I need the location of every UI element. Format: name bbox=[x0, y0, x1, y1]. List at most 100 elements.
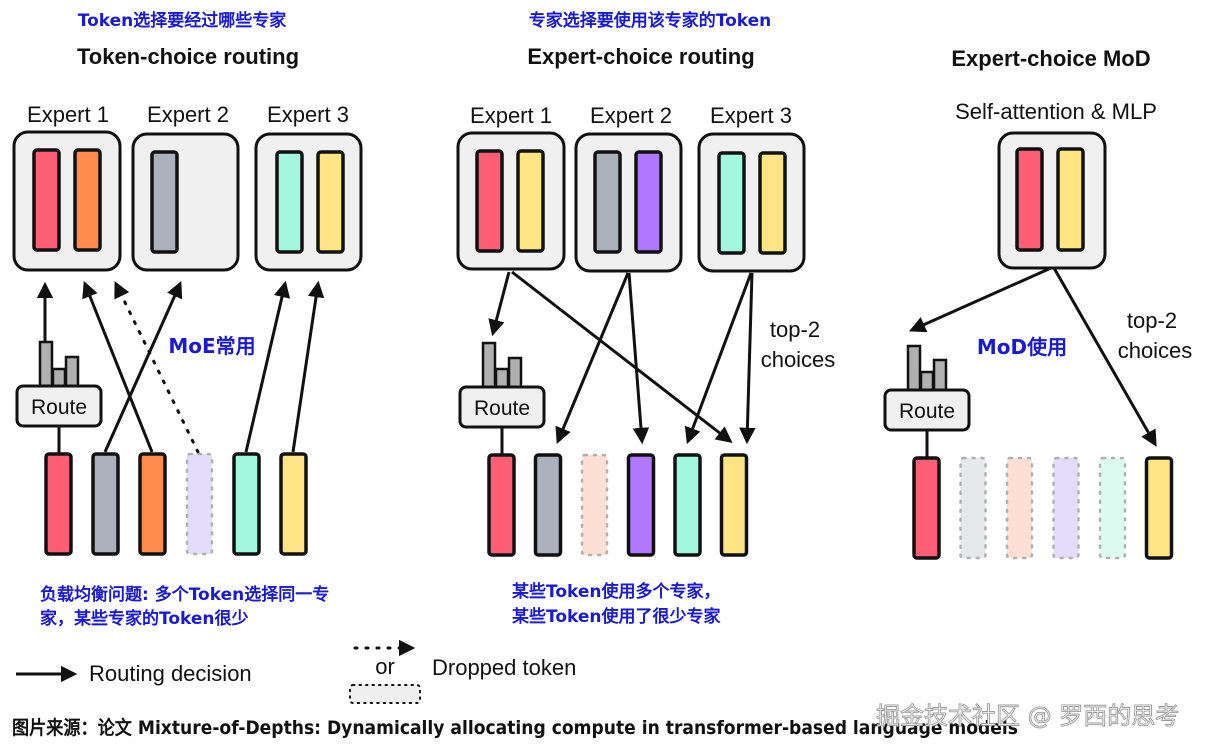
router-score-bar bbox=[494, 367, 510, 390]
expert-box bbox=[456, 131, 566, 271]
top-2-choices-label: choices bbox=[761, 347, 836, 372]
router-score-bar bbox=[64, 355, 80, 388]
dropped-token bbox=[1098, 456, 1127, 560]
panel-expert-choice: 专家选择要使用该专家的Token Expert-choice routing E… bbox=[456, 10, 836, 627]
token-gray bbox=[91, 452, 120, 556]
token-purple bbox=[626, 453, 656, 557]
expert-box bbox=[697, 132, 806, 273]
token-mint bbox=[232, 452, 261, 556]
top-2-choices-label: top-2 bbox=[1127, 308, 1177, 333]
router-score-bar bbox=[38, 340, 54, 388]
router-score-bar bbox=[507, 356, 523, 390]
token-mint bbox=[717, 151, 746, 255]
routing-arrow bbox=[555, 272, 630, 445]
panel-title-expert-choice: Expert-choice routing bbox=[527, 44, 754, 69]
watermark: 掘金技术社区 @ 罗西的思考 bbox=[876, 702, 1179, 730]
token-yellow bbox=[316, 150, 345, 254]
panel-token-choice: Token选择要经过哪些专家 Token-choice routing Expe… bbox=[12, 10, 363, 629]
token-red bbox=[487, 453, 516, 557]
token-yellow bbox=[1144, 456, 1174, 560]
token-yellow bbox=[758, 151, 787, 255]
annotation-load-balance: 负载均衡问题: 多个Token选择同一专 bbox=[40, 584, 329, 605]
router: Route bbox=[15, 340, 103, 454]
routing-arrow bbox=[291, 280, 325, 453]
dropped-token bbox=[1052, 456, 1080, 560]
router: Route bbox=[458, 341, 546, 456]
token-red bbox=[912, 456, 941, 560]
block-tokens bbox=[1015, 147, 1085, 252]
router-score-bar bbox=[481, 341, 497, 390]
expert-label: Expert 1 bbox=[27, 102, 109, 127]
token-yellow bbox=[279, 452, 308, 556]
dropped-token bbox=[959, 456, 987, 560]
legend: Routing decision or Dropped token bbox=[16, 639, 576, 704]
expert-label: Expert 1 bbox=[470, 103, 552, 128]
route-label: Route bbox=[899, 400, 955, 423]
token-mint bbox=[275, 150, 304, 254]
token-mint bbox=[673, 453, 702, 557]
token-yellow bbox=[1056, 147, 1085, 252]
token-gray bbox=[533, 453, 563, 557]
routing-arrow bbox=[1052, 267, 1157, 447]
token-red bbox=[1015, 147, 1044, 252]
legend-dropped-token: Dropped token bbox=[432, 655, 576, 680]
expert-tokens bbox=[32, 148, 345, 254]
top-2-choices-label: choices bbox=[1118, 338, 1193, 363]
dropped-token bbox=[185, 452, 214, 556]
panel-expert-choice-mod: Expert-choice MoD Self-attention & MLP M… bbox=[883, 46, 1193, 560]
block-label: Self-attention & MLP bbox=[955, 99, 1157, 124]
router-score-bar bbox=[906, 344, 922, 392]
token-red bbox=[32, 148, 61, 252]
expert-box bbox=[12, 130, 122, 272]
route-label: Route bbox=[31, 396, 87, 419]
routing-arrow bbox=[82, 280, 154, 453]
token-orange bbox=[73, 148, 102, 252]
router: Route bbox=[883, 344, 971, 458]
annotation-expert-choice-bottom: 某些Token使用多个专家， bbox=[512, 581, 721, 602]
routing-arrow bbox=[103, 280, 183, 453]
token-yellow bbox=[719, 453, 749, 557]
token-gray bbox=[593, 150, 622, 254]
self-attention-mlp-block bbox=[997, 131, 1107, 270]
annotation-token-choice-top: Token选择要经过哪些专家 bbox=[78, 10, 287, 31]
input-tokens bbox=[487, 453, 749, 557]
expert-label: Expert 2 bbox=[147, 102, 229, 127]
expert-box bbox=[131, 132, 240, 272]
expert-tokens bbox=[475, 149, 787, 255]
routing-arrow bbox=[627, 272, 650, 445]
dropped-arrow bbox=[114, 281, 200, 454]
token-red bbox=[475, 149, 504, 253]
route-label: Route bbox=[474, 397, 530, 420]
panel-title-token-choice: Token-choice routing bbox=[77, 44, 299, 69]
token-red bbox=[44, 452, 73, 556]
annotation-load-balance: 家，某些专家的Token很少 bbox=[40, 608, 249, 629]
routing-arrow bbox=[488, 271, 511, 337]
input-tokens bbox=[912, 456, 1174, 560]
expert-label: Expert 2 bbox=[590, 103, 672, 128]
router-score-bar bbox=[51, 367, 67, 388]
annotation-moe-common: MoE常用 bbox=[168, 334, 255, 358]
routing-arrow bbox=[908, 266, 1052, 333]
annotation-expert-choice-bottom: 某些Token使用了很少专家 bbox=[512, 606, 721, 627]
top-2-choices-label: top-2 bbox=[770, 317, 820, 342]
legend-dropped-token-icon bbox=[349, 684, 421, 704]
router-score-bar bbox=[919, 370, 935, 392]
expert-box bbox=[574, 132, 683, 273]
token-gray bbox=[150, 150, 179, 254]
routing-arrow bbox=[684, 272, 753, 445]
routing-arrow bbox=[739, 272, 756, 445]
expert-box bbox=[254, 132, 363, 272]
router-score-bar bbox=[932, 358, 948, 392]
legend-or: or bbox=[375, 654, 395, 679]
token-orange bbox=[138, 452, 167, 556]
input-tokens bbox=[44, 452, 308, 556]
legend-routing-decision: Routing decision bbox=[89, 661, 252, 686]
annotation-expert-choice-top: 专家选择要使用该专家的Token bbox=[529, 10, 772, 31]
expert-label: Expert 3 bbox=[267, 102, 349, 127]
source-caption: 图片来源：论文 Mixture-of-Depths: Dynamically a… bbox=[12, 716, 1018, 739]
dropped-token bbox=[1005, 456, 1034, 560]
routing-arrow bbox=[511, 270, 733, 444]
routing-arrow bbox=[244, 280, 291, 453]
token-purple bbox=[634, 150, 663, 254]
